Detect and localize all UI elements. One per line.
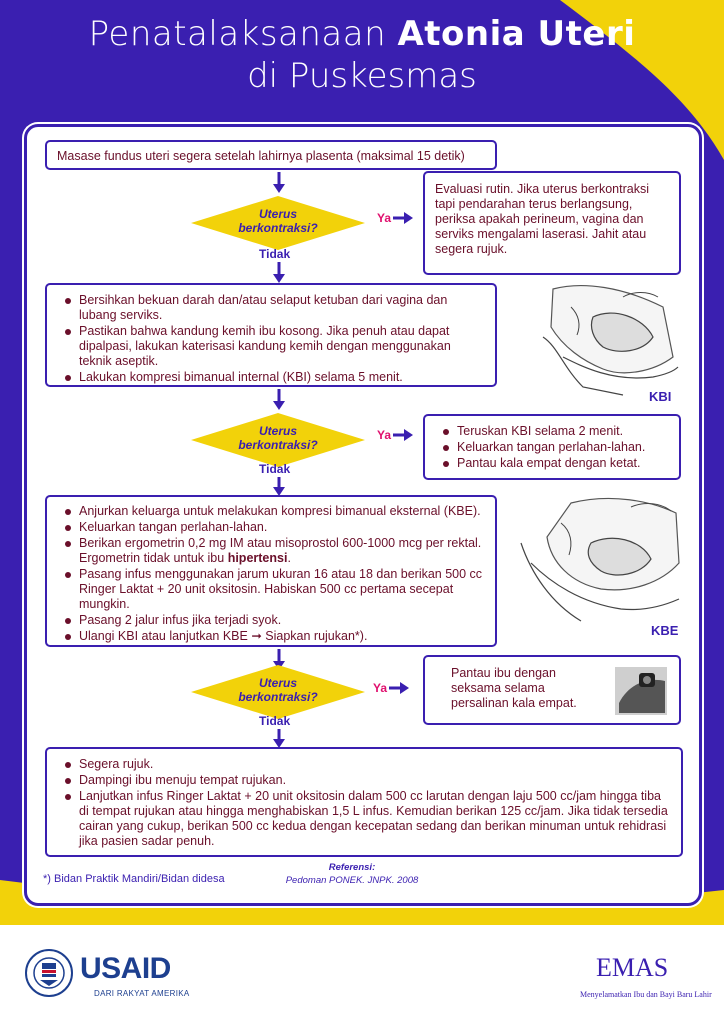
arrow-right-icon [393,212,413,224]
step4-item: Segera rujuk. [65,757,671,772]
arrow-down-icon [273,172,285,193]
decision3-yes-box: Pantau ibu dengan seksama selama persali… [423,655,681,725]
yellow-corner-decoration [560,0,724,160]
decision1-line1: Uterus [258,207,297,221]
step2-item: Lakukan kompresi bimanual internal (KBI)… [65,370,485,385]
decision2-yes-item: Teruskan KBI selama 2 menit. [443,424,669,439]
step3-item: Pasang infus menggunakan jarum ukuran 16… [65,567,485,612]
decision2-no-label: Tidak [259,462,291,476]
decision2-yes-item: Keluarkan tangan perlahan-lahan. [443,440,669,455]
arrow-right-icon [389,682,409,694]
decision3-yes-text: Pantau ibu dengan seksama selama persali… [451,666,577,710]
step3-item-text: Berikan ergometrin 0,2 mg IM atau misopr… [79,536,482,565]
step2-list: Bersihkan bekuan darah dan/atau selaput … [57,293,485,385]
decision3-no-label: Tidak [259,714,291,728]
step3-item: Anjurkan keluarga untuk melakukan kompre… [65,504,485,519]
decision2-line1: Uterus [258,424,297,438]
step2-item: Pastikan bahwa kandung kemih ibu kosong.… [65,324,485,369]
decision2-line2: berkontraksi? [238,438,318,452]
step4-item: Dampingi ibu menuju tempat rujukan. [65,773,671,788]
decision1-line2: berkontraksi? [238,221,318,235]
flowchart-panel: Masase fundus uteri segera setelah lahir… [24,124,702,906]
decision3-yes-label: Ya [373,681,388,695]
step1-box: Masase fundus uteri segera setelah lahir… [45,140,497,170]
bottom-yellow-band [0,880,724,925]
usaid-tagline: DARI RAKYAT AMERIKA [94,989,190,998]
step3-item: Ulangi KBI atau lanjutkan KBE ➞ Siapkan … [65,629,485,644]
emas-logo: EMAS [596,953,668,983]
decision3-line1: Uterus [258,676,297,690]
title-line1-bold: Atonia Uteri [397,14,636,54]
step1-text: Masase fundus uteri segera setelah lahir… [57,149,465,163]
kbe-label: KBE [651,623,679,638]
footnote: *) Bidan Praktik Mandiri/Bidan didesa [43,873,225,885]
arrow-down-icon [273,729,285,748]
arrow-right-icon [393,429,413,441]
title-line2: di Puskesmas [247,56,477,97]
step3-list: Anjurkan keluarga untuk melakukan kompre… [57,504,485,644]
reference: Referensi: Pedoman PONEK. JNPK. 2008 [277,861,427,887]
step3-box: Anjurkan keluarga untuk melakukan kompre… [45,495,497,647]
step3-bold-word: hipertensi [227,551,288,565]
usaid-seal-logo [25,949,73,997]
decision2-yes-label: Ya [377,428,392,442]
step4-box: Segera rujuk. Dampingi ibu menuju tempat… [45,747,683,857]
decision2-yes-box: Teruskan KBI selama 2 menit. Keluarkan t… [423,414,681,480]
decision1-yes-label: Ya [377,211,392,225]
step2-box: Bersihkan bekuan darah dan/atau selaput … [45,283,497,387]
blood-pressure-monitor-icon [615,667,667,715]
reference-text: Pedoman PONEK. JNPK. 2008 [285,875,419,886]
logo-bar [0,925,724,1024]
kbe-illustration [520,497,680,622]
emas-logo-text: EMAS [596,953,669,982]
decision2-yes-list: Teruskan KBI selama 2 menit. Keluarkan t… [435,424,669,471]
poster-title: Penatalaksanaan Atonia Uteri di Puskesma… [0,14,724,96]
decision2-yes-item: Pantau kala empat dengan ketat. [443,456,669,471]
decision1-yes-box: Evaluasi rutin. Jika uterus berkontraksi… [423,171,681,275]
decision1-yes-text: Evaluasi rutin. Jika uterus berkontraksi… [435,182,649,256]
arrow-down-icon [273,389,285,410]
step3-item: Pasang 2 jalur infus jika terjadi syok. [65,613,485,628]
kbi-illustration [542,284,679,396]
step3-item: Berikan ergometrin 0,2 mg IM atau misopr… [65,536,485,566]
decision3-line2: berkontraksi? [238,690,318,704]
usaid-logo-text: USAID [80,952,171,985]
step3-item: Keluarkan tangan perlahan-lahan. [65,520,485,535]
step2-item: Bersihkan bekuan darah dan/atau selaput … [65,293,485,323]
step4-item: Lanjutkan infus Ringer Laktat + 20 unit … [65,789,671,849]
kbi-label: KBI [649,389,672,404]
reference-label: Referensi: [328,862,376,873]
arrow-down-icon [273,477,285,496]
emas-tagline: Menyelamatkan Ibu dan Bayi Baru Lahir [580,990,712,999]
step4-list: Segera rujuk. Dampingi ibu menuju tempat… [57,757,671,849]
decision1-no-label: Tidak [259,247,291,261]
arrow-down-icon [273,262,285,283]
title-line1-normal: Penatalaksanaan [88,14,398,54]
